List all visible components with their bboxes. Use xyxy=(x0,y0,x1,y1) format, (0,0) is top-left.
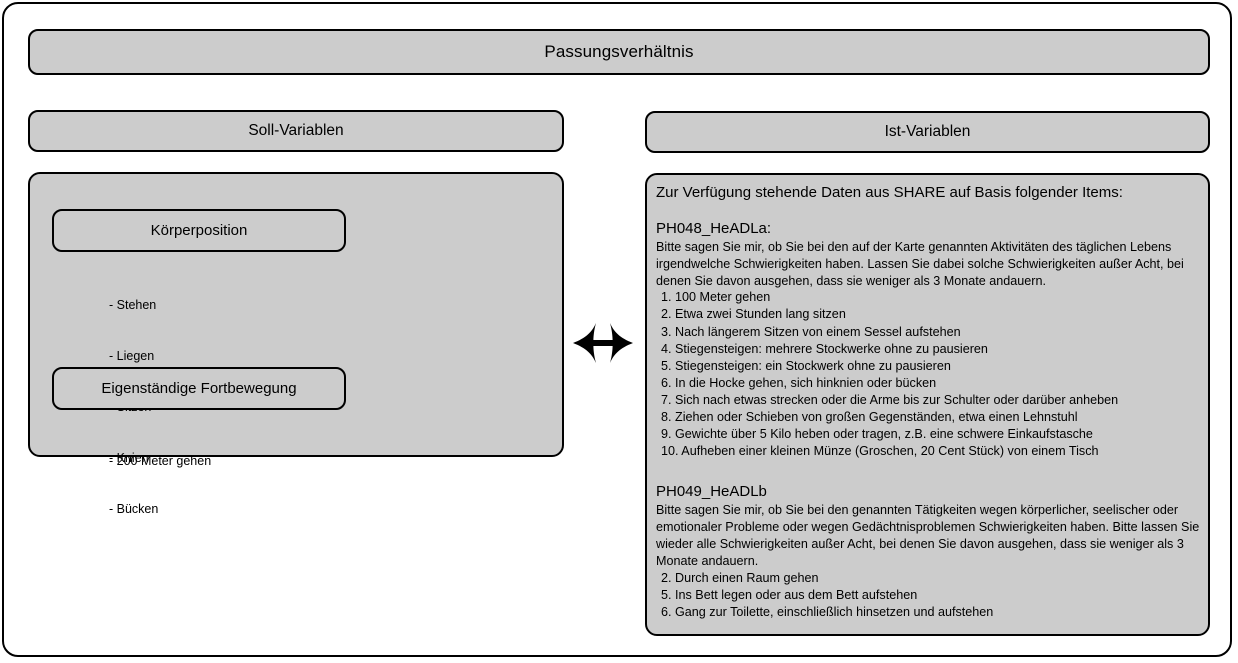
diagram-title-bar: Passungsverhältnis xyxy=(28,29,1210,75)
group-fortbewegung-items: - 200 Meter gehen xyxy=(109,419,211,504)
item-intro-ph048: Bitte sagen Sie mir, ob Sie bei den auf … xyxy=(656,240,1184,288)
group-fortbewegung-label: Eigenständige Fortbewegung xyxy=(101,380,297,397)
list-item: 4. Stiegensteigen: mehrere Stockwerke oh… xyxy=(661,341,988,356)
list-item: 6. In die Hocke gehen, sich hinknien ode… xyxy=(661,375,937,390)
block-spacer xyxy=(656,460,1200,482)
ist-variablen-panel: Zur Verfügung stehende Daten aus SHARE a… xyxy=(645,173,1210,636)
item-block-ph049: PH049_HeADLb Bitte sagen Sie mir, ob Sie… xyxy=(656,482,1200,620)
list-item: 6. Gang zur Toilette, einschließlich hin… xyxy=(661,604,994,619)
group-fortbewegung-box: Eigenständige Fortbewegung xyxy=(52,367,346,410)
soll-variablen-panel: Körperposition - Stehen - Liegen - Sitze… xyxy=(28,172,564,516)
item-code-ph049: PH049_HeADLb xyxy=(656,483,767,501)
double-headed-arrow-icon xyxy=(572,322,634,364)
list-item: 2. Durch einen Raum gehen xyxy=(661,570,819,585)
ist-variablen-header-label: Ist-Variablen xyxy=(884,123,971,140)
group-koerperposition-items: - Stehen - Liegen - Sitzen - Knien - Büc… xyxy=(109,263,158,552)
list-item: 7. Sich nach etwas strecken oder die Arm… xyxy=(661,392,1119,407)
item-block-ph048: PH048_HeADLa: Bitte sagen Sie mir, ob Si… xyxy=(656,219,1200,460)
item-list-ph048: 1. 100 Meter gehen 2. Etwa zwei Stunden … xyxy=(656,289,1200,460)
list-item: - Bücken xyxy=(109,502,159,516)
group-koerperposition-box: Körperposition xyxy=(52,209,346,252)
ist-variablen-header: Ist-Variablen xyxy=(645,111,1210,153)
list-item: 9. Gewichte über 5 Kilo heben oder trage… xyxy=(661,427,1093,442)
list-item: - 200 Meter gehen xyxy=(109,454,212,468)
list-item: - Stehen xyxy=(109,298,157,312)
ist-panel-content: Zur Verfügung stehende Daten aus SHARE a… xyxy=(656,183,1200,621)
item-list-ph049: 2. Durch einen Raum gehen 5. Ins Bett le… xyxy=(656,570,1200,621)
soll-variablen-header-label: Soll-Variablen xyxy=(248,122,344,139)
soll-variablen-header: Soll-Variablen xyxy=(28,110,564,152)
list-item: 2. Etwa zwei Stunden lang sitzen xyxy=(661,307,846,322)
list-item: 5. Ins Bett legen oder aus dem Bett aufs… xyxy=(661,587,918,602)
diagram-title: Passungsverhältnis xyxy=(544,42,694,61)
list-item: 10. Aufheben einer kleinen Münze (Grosch… xyxy=(661,444,1099,459)
list-item: 1. 100 Meter gehen xyxy=(661,290,771,305)
list-item: 8. Ziehen oder Schieben von großen Gegen… xyxy=(661,410,1078,425)
ist-panel-heading: Zur Verfügung stehende Daten aus SHARE a… xyxy=(656,184,1123,201)
list-item: - Knien xyxy=(109,451,149,465)
list-item: 5. Stiegensteigen: ein Stockwerk ohne zu… xyxy=(661,358,951,373)
group-koerperposition-label: Körperposition xyxy=(150,222,248,239)
list-item: - Liegen xyxy=(109,349,155,363)
item-intro-ph049: Bitte sagen Sie mir, ob Sie bei den gena… xyxy=(656,503,1200,568)
list-item: 3. Nach längerem Sitzen von einem Sessel… xyxy=(661,324,961,339)
item-code-ph048: PH048_HeADLa: xyxy=(656,220,772,237)
